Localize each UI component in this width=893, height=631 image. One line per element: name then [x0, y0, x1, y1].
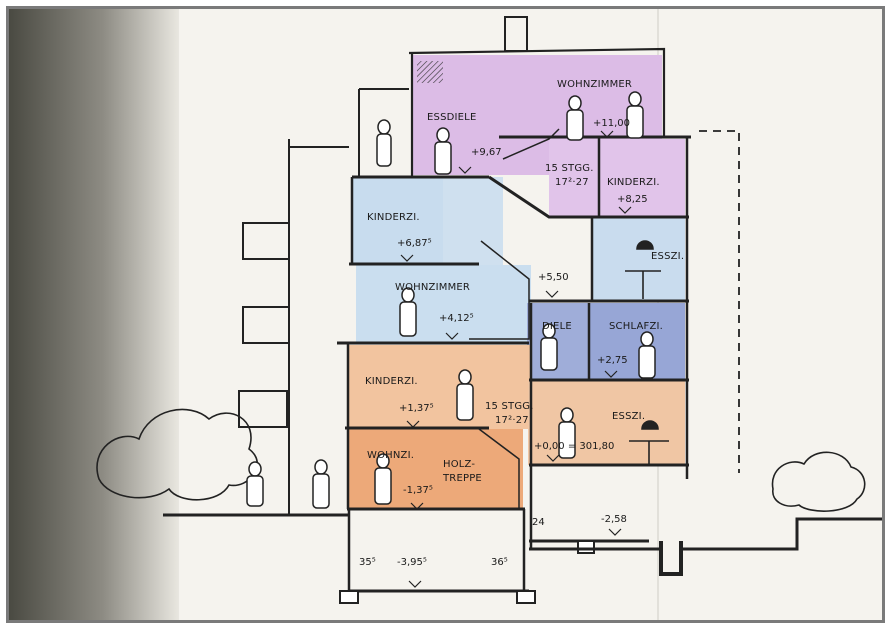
label-esszi-upper: ESSZI.	[651, 251, 684, 262]
figures	[246, 91, 656, 509]
floor-slabs	[337, 135, 691, 593]
level-m137: -1,37⁵	[403, 485, 433, 496]
dim-355-left: 35⁵	[359, 557, 376, 568]
left-shadow	[9, 9, 179, 620]
dashed-neighbour-outline	[699, 130, 740, 473]
stair-upper-dim: 17²·27	[555, 177, 589, 188]
upper-mid-floor	[352, 177, 685, 379]
dim-365-right: 36⁵	[491, 557, 508, 568]
label-kinderzi-lower: KINDERZI.	[365, 376, 418, 387]
level-000: +0,00 = 301,80	[534, 441, 614, 452]
label-wohnzimmer-mid: WOHNZIMMER	[395, 282, 470, 293]
label-wohnzimmer-top: WOHNZIMMER	[557, 79, 632, 90]
top-floor	[408, 47, 691, 217]
stair-upper-count: 15 STGG.	[545, 163, 594, 174]
room-kinderzi-top-fill	[549, 139, 685, 217]
level-412: +4,12⁵	[439, 313, 474, 324]
level-550: +5,50	[538, 272, 569, 283]
label-diele: DIELE	[542, 321, 572, 332]
room-schlafzi-fill	[589, 303, 685, 379]
roof-hatch	[417, 61, 443, 83]
level-m258: -2,58	[601, 514, 627, 525]
label-holztreppe-1: HOLZ-	[443, 459, 475, 470]
room-wohnzimmer-mid-fill	[356, 265, 531, 343]
section-drawing: WOHNZIMMER ESSDIELE KINDERZI. KINDERZI. …	[9, 9, 882, 620]
level-825: +8,25	[617, 194, 648, 205]
image-frame: WOHNZIMMER ESSDIELE KINDERZI. KINDERZI. …	[6, 6, 885, 623]
level-m395: -3,95⁵	[397, 557, 427, 568]
furniture	[625, 240, 669, 464]
label-wohnzi: WOHNZI.	[367, 450, 414, 461]
ground-line	[163, 513, 882, 551]
stair-lower-dim: 17²·27	[495, 415, 529, 426]
level-137: +1,37⁵	[399, 403, 434, 414]
foundations	[339, 540, 683, 604]
balconies	[238, 88, 409, 515]
stair-runs	[469, 128, 560, 510]
level-markers	[400, 130, 632, 588]
room-esszi-lower-fill	[528, 381, 685, 465]
label-holztreppe-2: TREPPE	[442, 473, 482, 484]
dim-24: 24	[532, 517, 545, 528]
room-diele-fill	[527, 303, 589, 379]
label-kinderzi-upper: KINDERZI.	[367, 212, 420, 223]
label-essdiele: ESSDIELE	[427, 112, 476, 123]
stair-lower-count: 15 STGG.	[485, 401, 534, 412]
room-kinderzi-lower-fill	[348, 345, 532, 429]
label-esszi-lower: ESSZI.	[612, 411, 645, 422]
level-275: +2,75	[597, 355, 628, 366]
walls	[346, 137, 689, 594]
tree-left	[96, 408, 258, 501]
label-schlafzi: SCHLAFZI.	[609, 321, 663, 332]
tree-right	[771, 451, 866, 512]
level-967: +9,67	[471, 147, 502, 158]
room-esszi-upper-fill	[593, 217, 685, 301]
level-687: +6,87⁵	[397, 238, 432, 249]
label-kinderzi-top: KINDERZI.	[607, 177, 660, 188]
level-1100: +11,00	[593, 118, 630, 129]
